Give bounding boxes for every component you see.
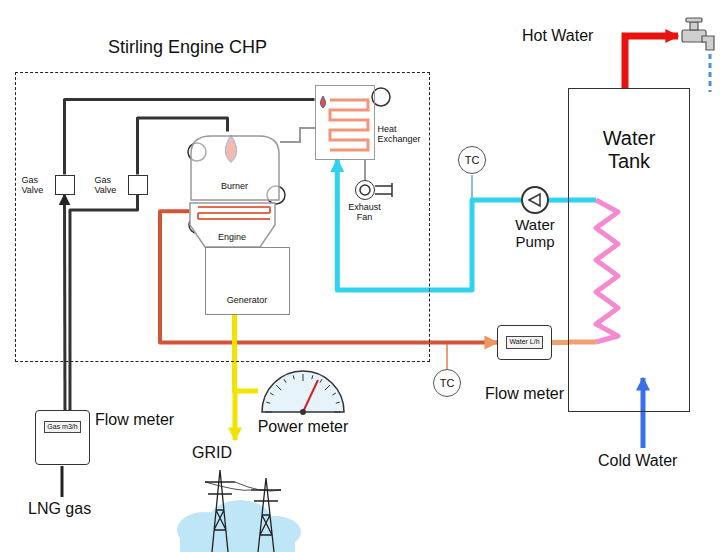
engine: Engine [190, 203, 275, 247]
supply-label: LNG gas [28, 500, 91, 518]
grid-label: GRID [192, 444, 232, 462]
outlet-label: Hot Water [522, 27, 593, 45]
power-meter: Power meter [258, 368, 348, 414]
chp-housing: Stirling Engine CHPGas ValveGas ValveBur… [15, 72, 430, 362]
flow-meter: Gas m3/hFlow meter [35, 410, 90, 465]
flue-duct [364, 160, 366, 180]
pipe-connector [549, 198, 568, 203]
pipe-connector [63, 195, 66, 411]
water-stream [709, 54, 712, 92]
water-pipe [568, 198, 596, 203]
faucet [682, 18, 714, 50]
tank-coil [596, 200, 618, 342]
engine-coil [198, 207, 270, 219]
exchanger-coil [330, 100, 368, 150]
burner-body [191, 136, 279, 200]
meter-label: Flow meter [95, 411, 174, 429]
gas-pipe [61, 466, 64, 497]
tank-label: Water Tank [589, 127, 669, 173]
sensor-label: TC [440, 377, 455, 390]
gauge-symbol [372, 88, 390, 106]
meter-label: Flow meter [485, 385, 564, 403]
water-pump: Water Pump [521, 186, 549, 214]
flue-duct [280, 128, 315, 142]
sensor-leader [471, 175, 473, 200]
generator: Generator [205, 247, 290, 315]
part-name: Exhaust Fan [342, 202, 387, 223]
valve-label: Gas Valve [95, 174, 125, 195]
part-name: Burner [221, 181, 248, 191]
hot-water-pipe [625, 36, 678, 88]
pipe-connector [70, 195, 138, 411]
water-pipe [568, 340, 596, 345]
housing-title: Stirling Engine CHP [108, 37, 267, 58]
meter-display: Gas m3/h [44, 421, 80, 433]
power-line [233, 391, 238, 440]
gauge-needle [303, 380, 318, 412]
sensor-label: TC [465, 154, 480, 167]
gauge-ticks [265, 374, 341, 412]
pump-symbol [529, 194, 540, 206]
gauge-outline [258, 368, 348, 414]
part-name: Heat Exchanger [378, 124, 434, 145]
cloud [177, 500, 301, 552]
thermocouple: TC [458, 146, 486, 174]
part-name: Generator [227, 295, 268, 305]
part-name: Engine [218, 232, 246, 242]
pipe-connector [235, 315, 258, 392]
inlet-label: Cold Water [598, 452, 677, 470]
sensor-leader [446, 342, 448, 369]
burner: Burner [185, 132, 285, 200]
valve-label: Gas Valve [22, 174, 52, 195]
pylon [205, 470, 281, 552]
heat-exchanger: Heat Exchanger [315, 85, 375, 160]
gauge-face [262, 371, 344, 412]
gas-valve: Gas Valve [128, 175, 148, 195]
meter-label: Power meter [258, 418, 349, 436]
fan-symbol [360, 183, 392, 197]
engine-body [190, 203, 275, 247]
exhaust-fan: Exhaust Fan [355, 180, 375, 200]
flow-meter: Water L/hFlow meter [497, 325, 552, 360]
gas-valve: Gas Valve [55, 175, 75, 195]
meter-display: Water L/h [506, 336, 542, 348]
pump-outline [523, 188, 547, 212]
flame [321, 96, 326, 108]
gauge-hub [300, 409, 306, 415]
thermocouple: TC [433, 369, 461, 397]
water-tank: Water Tank [568, 88, 690, 412]
cold-water-pipe [641, 378, 646, 448]
pipe-connector [552, 340, 568, 345]
part-name: Water Pump [505, 216, 565, 251]
